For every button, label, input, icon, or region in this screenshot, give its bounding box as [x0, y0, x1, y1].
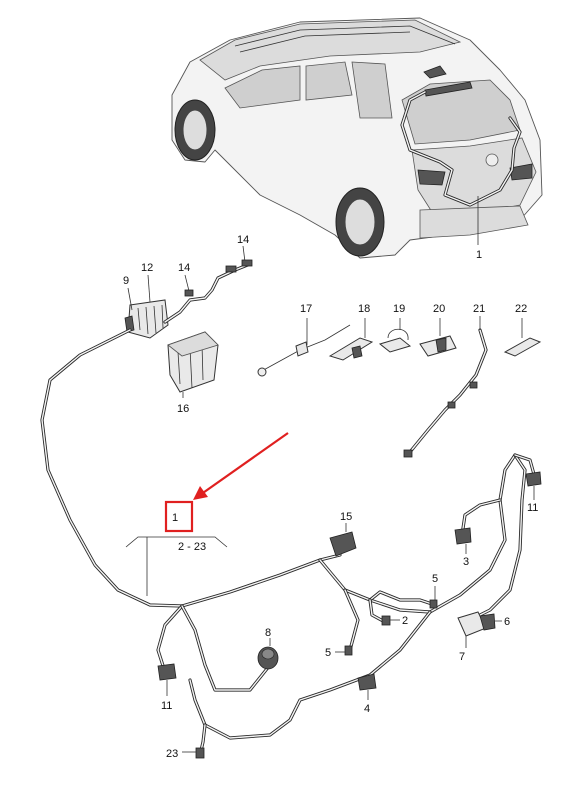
highlight-box — [164, 500, 194, 533]
part-21-harness — [403, 316, 488, 458]
label-2-23: 2 - 23 — [178, 541, 206, 553]
label-9: 9 — [123, 275, 129, 287]
part-20-holder — [419, 318, 457, 357]
label-2: 2 — [402, 615, 408, 627]
label-20: 20 — [433, 303, 445, 315]
connector-8 — [257, 638, 279, 670]
car-illustration — [171, 17, 543, 259]
part-17-cable-tie — [257, 318, 351, 377]
label-12: 12 — [141, 262, 153, 274]
label-8: 8 — [265, 627, 271, 639]
label-5-left: 5 — [325, 647, 331, 659]
connector-5-left — [335, 645, 353, 656]
label-15: 15 — [340, 511, 352, 523]
label-6: 6 — [504, 616, 510, 628]
connector-4 — [357, 673, 377, 700]
label-1-car: 1 — [476, 249, 482, 261]
part-18-clip — [328, 318, 374, 361]
part-19-clamp — [378, 318, 412, 353]
connector-5-right — [429, 586, 438, 609]
connector-23 — [182, 747, 205, 759]
label-3: 3 — [463, 556, 469, 568]
connector-3 — [454, 527, 472, 554]
connector-15 — [329, 523, 357, 557]
range-bracket — [125, 536, 228, 596]
label-16: 16 — [177, 403, 189, 415]
connector-6-7 — [457, 611, 502, 648]
label-23: 23 — [166, 748, 178, 760]
label-14-top: 14 — [237, 234, 249, 246]
connector-2 — [381, 615, 400, 626]
label-7: 7 — [459, 651, 465, 663]
connector-11-right — [525, 471, 542, 500]
label-21: 21 — [473, 303, 485, 315]
highlight-arrow — [193, 432, 289, 500]
label-19: 19 — [393, 303, 405, 315]
label-18: 18 — [358, 303, 370, 315]
label-4: 4 — [364, 703, 370, 715]
connector-11-left — [157, 663, 177, 696]
label-11-left: 11 — [161, 700, 172, 712]
label-22: 22 — [515, 303, 527, 315]
bracket-16 — [167, 331, 219, 393]
connector-block-9-12 — [124, 299, 169, 339]
label-17: 17 — [300, 303, 312, 315]
label-14: 14 — [178, 262, 190, 274]
label-5-right: 5 — [432, 573, 438, 585]
main-harness — [40, 328, 537, 757]
label-11-right: 11 — [527, 502, 538, 514]
part-22-clip — [503, 318, 542, 357]
connector-14-lead — [163, 259, 253, 324]
label-1-box: 1 — [172, 512, 178, 524]
